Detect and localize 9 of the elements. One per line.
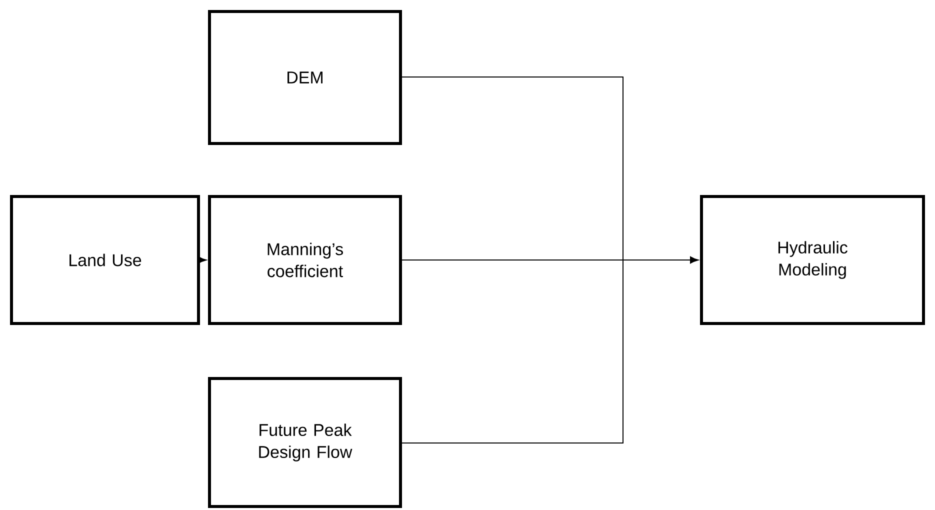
arrow [198,256,207,264]
connector-line [402,76,624,260]
connector-line [402,260,624,444]
process-box: Manning’s coefficient [208,195,402,325]
arrow [402,256,699,264]
process-box: Land Use [10,195,200,325]
process-box: Hydraulic Modeling [700,195,925,325]
process-box: Future Peak Design Flow [208,377,402,508]
process-box: DEM [208,10,402,145]
